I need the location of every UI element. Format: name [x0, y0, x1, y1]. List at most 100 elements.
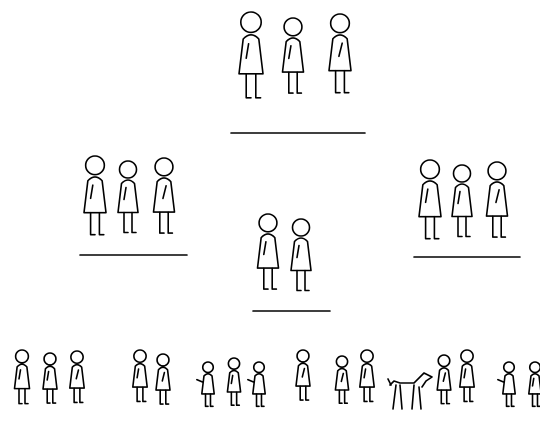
body-shape	[15, 364, 30, 388]
leg-line	[511, 394, 513, 406]
body-shape	[43, 366, 57, 389]
head-shape	[361, 350, 373, 362]
arm-line	[264, 242, 266, 255]
leg-line	[345, 390, 348, 403]
head-shape	[71, 351, 83, 363]
person-figure	[248, 362, 265, 406]
head-shape	[259, 214, 277, 232]
leg-line	[289, 72, 293, 93]
person-figure	[283, 18, 304, 93]
head-shape	[293, 219, 310, 236]
head-shape	[488, 162, 506, 180]
arm-line	[124, 188, 126, 200]
leg-line	[466, 217, 470, 237]
person-figure	[452, 165, 472, 237]
arm-line	[297, 246, 299, 258]
head-shape	[157, 354, 169, 366]
leg-line	[91, 213, 95, 235]
dog-tail	[388, 379, 391, 385]
head-shape	[421, 160, 440, 179]
person-figure	[487, 162, 508, 237]
head-shape	[284, 18, 302, 36]
body-shape	[452, 184, 472, 217]
leg-line	[124, 213, 128, 233]
body-shape	[503, 374, 515, 394]
leg-line	[137, 387, 140, 401]
leg-line	[470, 387, 473, 401]
head-shape	[155, 158, 173, 176]
figure-groups	[15, 12, 540, 406]
person-figure	[84, 156, 106, 235]
leg-line	[533, 394, 535, 406]
arm-line	[197, 380, 203, 382]
leg-line	[160, 390, 163, 404]
leg-line	[339, 390, 342, 403]
person-figure	[197, 362, 214, 406]
head-shape	[254, 362, 265, 373]
body-shape	[253, 374, 265, 394]
head-shape	[44, 353, 56, 365]
head-shape	[241, 12, 261, 32]
arm-line	[496, 190, 499, 203]
leg-line	[53, 389, 56, 403]
dog-leg	[393, 385, 396, 409]
dog-leg	[412, 385, 414, 409]
head-shape	[134, 350, 146, 362]
leg-line	[272, 268, 276, 289]
arm-line	[341, 373, 343, 381]
person-figure	[329, 14, 351, 93]
leg-line	[237, 392, 240, 405]
leg-line	[256, 74, 261, 98]
leg-line	[99, 213, 103, 235]
leg-line	[441, 390, 444, 404]
leg-line	[74, 388, 77, 402]
person-figure	[239, 12, 263, 98]
leg-line	[261, 394, 263, 406]
leg-line	[264, 268, 268, 289]
arm-line	[458, 192, 460, 204]
head-shape	[203, 362, 214, 373]
person-figure	[291, 219, 311, 291]
arm-line	[231, 375, 232, 383]
dog-leg	[400, 385, 402, 409]
leg-line	[297, 271, 301, 291]
person-figure	[118, 161, 138, 233]
leg-line	[300, 386, 303, 400]
person-figure	[529, 362, 540, 406]
body-shape	[202, 374, 214, 394]
leg-line	[19, 389, 22, 404]
body-shape	[133, 364, 147, 387]
head-shape	[504, 362, 515, 373]
head-shape	[454, 165, 471, 182]
leg-line	[47, 389, 50, 403]
leg-line	[206, 394, 208, 406]
leg-line	[464, 387, 467, 401]
arm-line	[498, 380, 504, 382]
leg-line	[501, 216, 505, 237]
leg-line	[434, 217, 438, 239]
leg-line	[493, 216, 497, 237]
person-figure	[335, 356, 348, 403]
leg-line	[426, 217, 430, 239]
leg-line	[80, 388, 83, 402]
body-shape	[460, 364, 474, 387]
arm-line	[426, 189, 428, 202]
person-figure	[70, 351, 84, 402]
arm-line	[246, 44, 248, 58]
head-shape	[297, 350, 309, 362]
head-shape	[530, 362, 540, 373]
arm-line	[91, 185, 93, 198]
arm-line	[464, 369, 465, 378]
head-shape	[438, 355, 450, 367]
leg-line	[458, 217, 462, 237]
person-figure	[419, 160, 441, 239]
dog-icon	[388, 373, 432, 409]
leg-line	[210, 394, 212, 406]
body-shape	[360, 364, 374, 387]
body-shape	[291, 238, 311, 271]
body-shape	[84, 177, 106, 213]
body-shape	[118, 180, 138, 213]
body-shape	[258, 234, 279, 268]
person-figure	[498, 362, 515, 406]
